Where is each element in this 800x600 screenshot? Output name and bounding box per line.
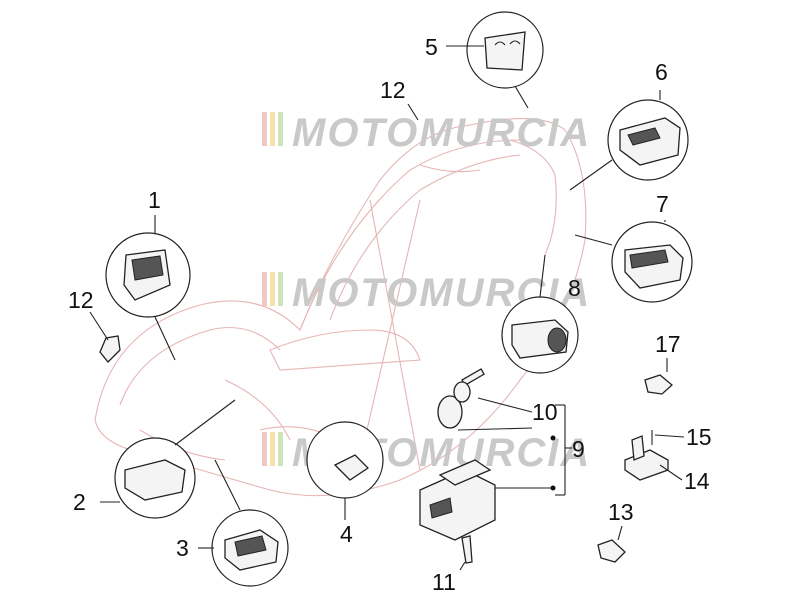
callout-6: 6: [655, 59, 668, 85]
callout-10: 10: [532, 399, 558, 425]
part-3-switch: [198, 459, 289, 587]
part-13-bulb: [597, 525, 626, 563]
part-4-connector: [306, 421, 384, 520]
callout-9: 9: [572, 436, 585, 462]
callout-12-top: 12: [380, 77, 406, 103]
callout-17: 17: [655, 331, 681, 357]
part-8-power-socket: [501, 254, 579, 374]
part-6-headlight-switch: [569, 90, 689, 191]
part-9-ignition-assembly: [419, 404, 572, 541]
part-5-switch-cover: [446, 11, 544, 109]
part-17-bulb: [644, 358, 673, 395]
part-1-hazard-switch: [105, 215, 191, 361]
callout-1: 1: [148, 187, 161, 213]
callout-5: 5: [425, 34, 438, 60]
callout-14: 14: [684, 468, 710, 494]
callout-11: 11: [432, 569, 456, 595]
part-12-bulb-left: [89, 311, 121, 363]
part-11-screw: [459, 535, 473, 571]
callout-3: 3: [176, 535, 189, 561]
callout-12-left: 12: [68, 287, 94, 313]
callout-7: 7: [656, 191, 669, 217]
part-14-bulb-holder: [624, 430, 685, 481]
callout-15: 15: [686, 424, 712, 450]
watermark-text: MOTOMURCIA: [292, 111, 591, 155]
scooter-body-outline: [94, 118, 587, 497]
callout-4: 4: [340, 521, 353, 547]
part-7-switch: [574, 220, 693, 303]
callout-13: 13: [608, 499, 634, 525]
leader-12-top: [407, 103, 419, 121]
part-10-keys: [437, 368, 533, 431]
callout-2: 2: [73, 489, 86, 515]
watermark-top: MOTOMURCIA: [262, 111, 591, 155]
part-2-switch: [100, 399, 236, 519]
callout-8: 8: [568, 275, 581, 301]
